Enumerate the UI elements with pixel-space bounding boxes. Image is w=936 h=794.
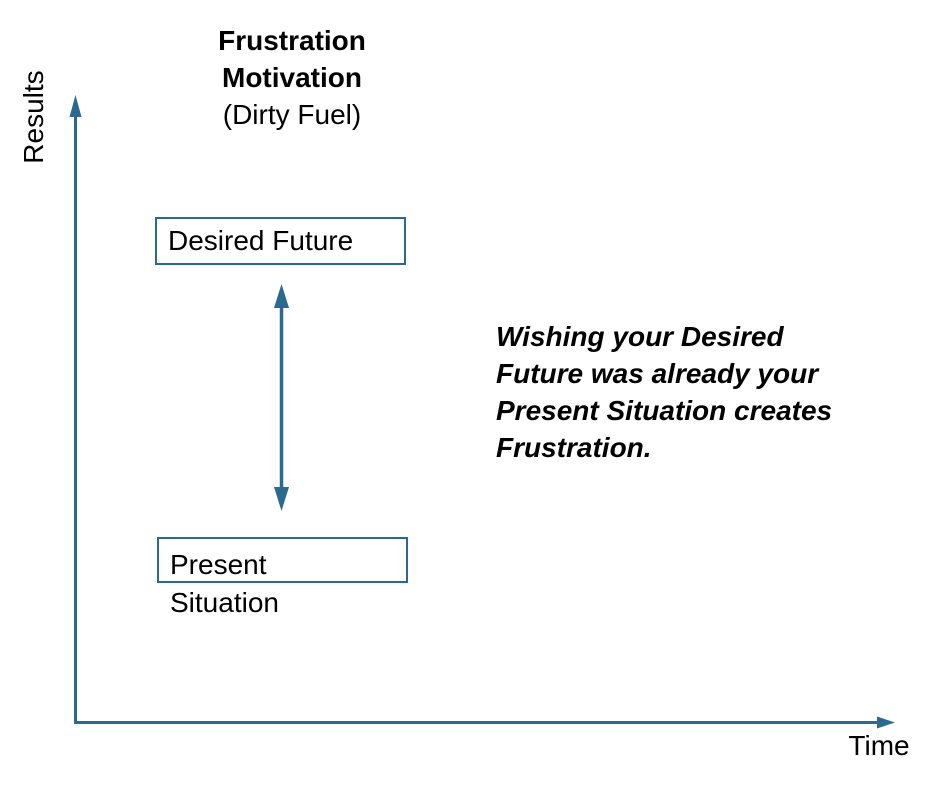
gap-arrow-down-arrowhead-icon [274,487,289,511]
annotation-text: Wishing your Desired Future was already … [496,321,833,463]
diagram-title-block: Frustration Motivation (Dirty Fuel) [142,22,442,133]
y-axis-label: Results [18,70,49,164]
y-axis-arrowhead-icon [69,95,82,117]
desired-future-box: Desired Future [155,217,406,265]
diagram-subtitle: (Dirty Fuel) [222,99,362,130]
diagram-title: Frustration Motivation [218,25,366,93]
x-axis-label: Time [848,730,910,761]
x-axis-arrowhead-icon [877,716,895,729]
desired-future-label: Desired Future [168,225,354,256]
gap-arrow-up-arrowhead-icon [274,284,289,308]
present-situation-box: Present Situation [157,537,408,618]
